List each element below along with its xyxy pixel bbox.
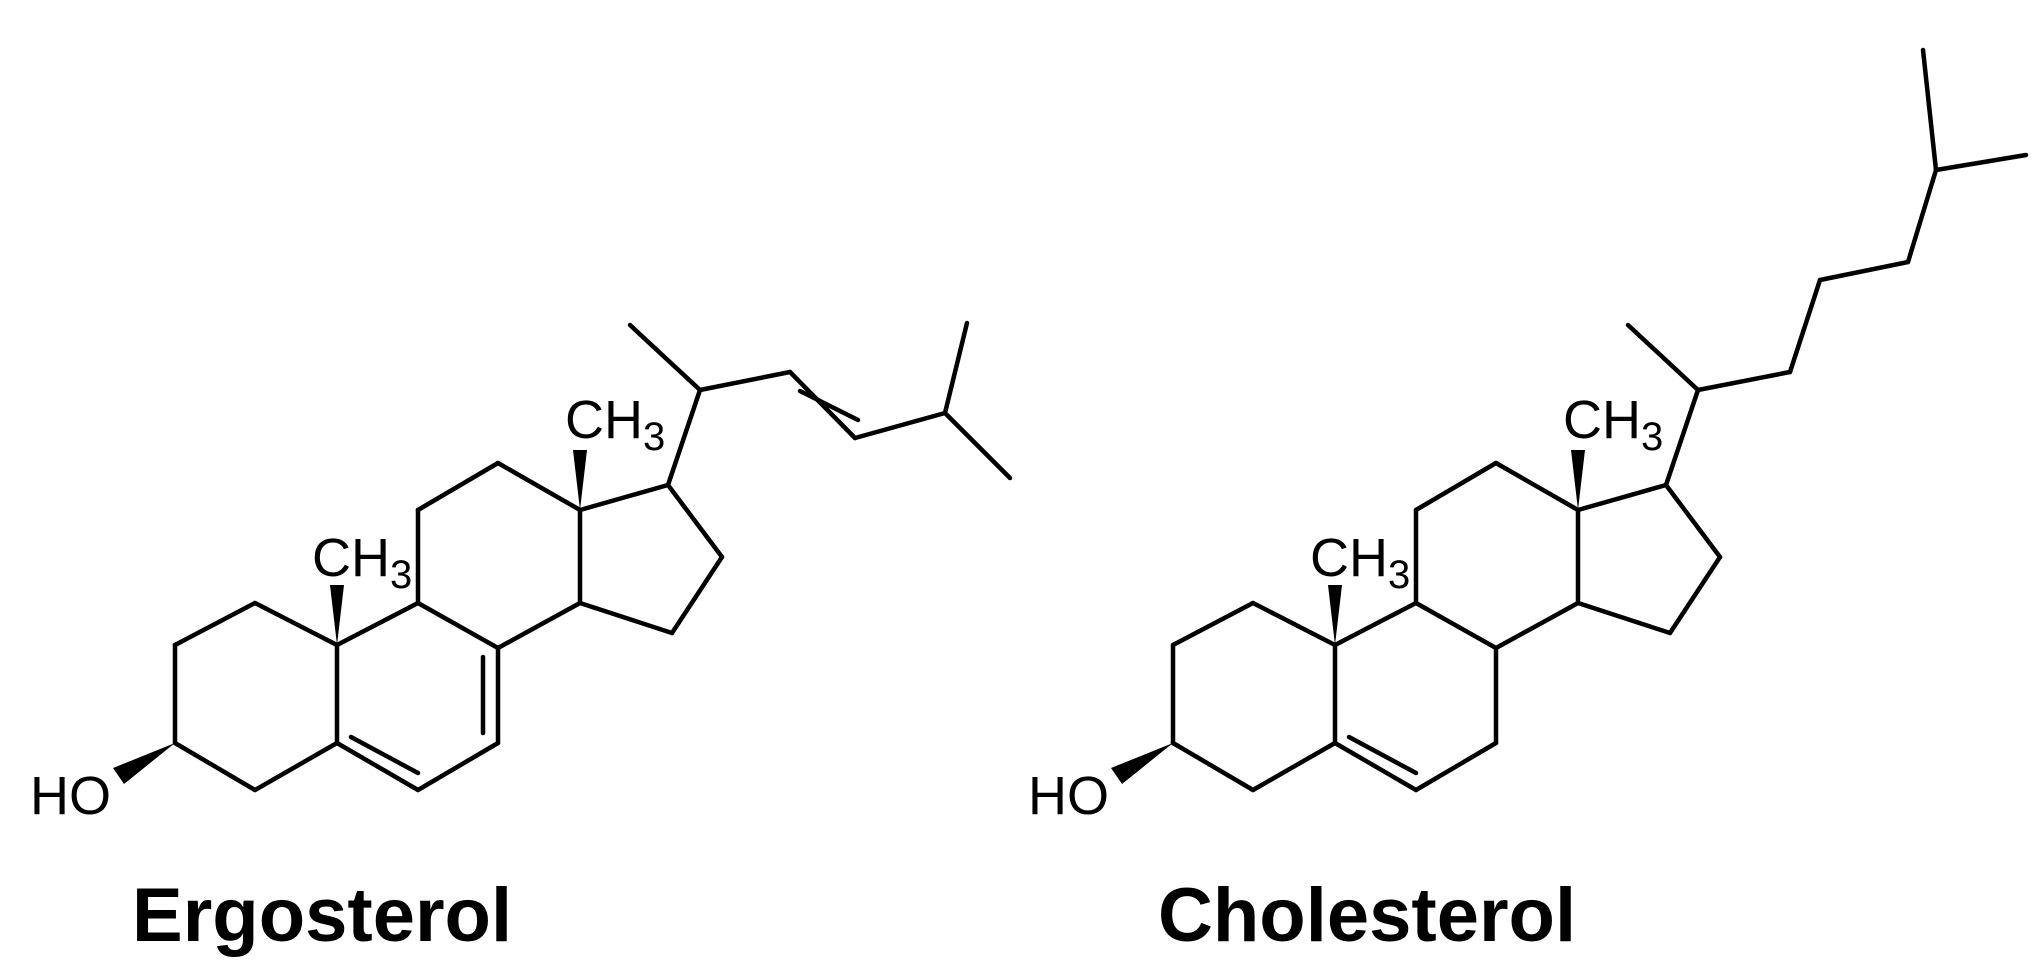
ergosterol-oh-wedge [113, 743, 175, 784]
cholesterol-ring-c [1413, 460, 1581, 651]
ergosterol-name: Ergosterol [132, 873, 513, 958]
cholesterol-c18-methyl-subscript: 3 [1641, 415, 1663, 459]
ergosterol-c19-methyl-text: CH [312, 528, 390, 588]
cholesterol-ring-d [1575, 482, 1723, 636]
cholesterol-name: Cholesterol [1158, 873, 1577, 958]
cholesterol-c18-methyl-label: CH3 [1563, 390, 1663, 459]
ergosterol-c19-wedge [330, 585, 344, 645]
ergosterol-ring-b [334, 600, 501, 793]
cholesterol-c18-methyl-text: CH [1563, 390, 1641, 450]
cholesterol-double-bond-5-6 [1346, 734, 1419, 776]
ergosterol-double-bond-22-23 [797, 388, 861, 423]
ergosterol-c18-wedge [573, 450, 587, 510]
cholesterol-c19-methyl-text: CH [1310, 528, 1388, 588]
ergosterol-c19-methyl-subscript: 3 [390, 553, 412, 597]
cholesterol-side-chain [1625, 47, 2029, 488]
cholesterol-c19-methyl-subscript: 3 [1388, 553, 1410, 597]
ergosterol-ring-d [577, 482, 725, 636]
ergosterol-c19-methyl-label: CH3 [312, 528, 412, 597]
ergosterol-ring-c [415, 460, 583, 651]
cholesterol-c18-wedge [1571, 450, 1585, 510]
ergosterol-double-bond-5-6 [348, 734, 421, 776]
cholesterol-ring-a [1170, 600, 1338, 793]
ergosterol-hydroxyl-label: HO [30, 766, 111, 826]
cholesterol-oh-wedge [1111, 743, 1173, 784]
cholesterol-c19-methyl-label: CH3 [1310, 528, 1410, 597]
cholesterol-ring-b [1332, 600, 1499, 793]
ergosterol-ring-a [172, 600, 340, 793]
ergosterol-side-chain [627, 320, 1013, 488]
cholesterol-hydroxyl-label: HO [1028, 766, 1109, 826]
cholesterol-c19-wedge [1328, 585, 1342, 645]
ergosterol-c18-methyl-subscript: 3 [643, 415, 665, 459]
ergosterol-c18-methyl-label: CH3 [565, 390, 665, 459]
ergosterol-structure: HO CH3 CH3 [30, 320, 1013, 826]
ergosterol-c18-methyl-text: CH [565, 390, 643, 450]
